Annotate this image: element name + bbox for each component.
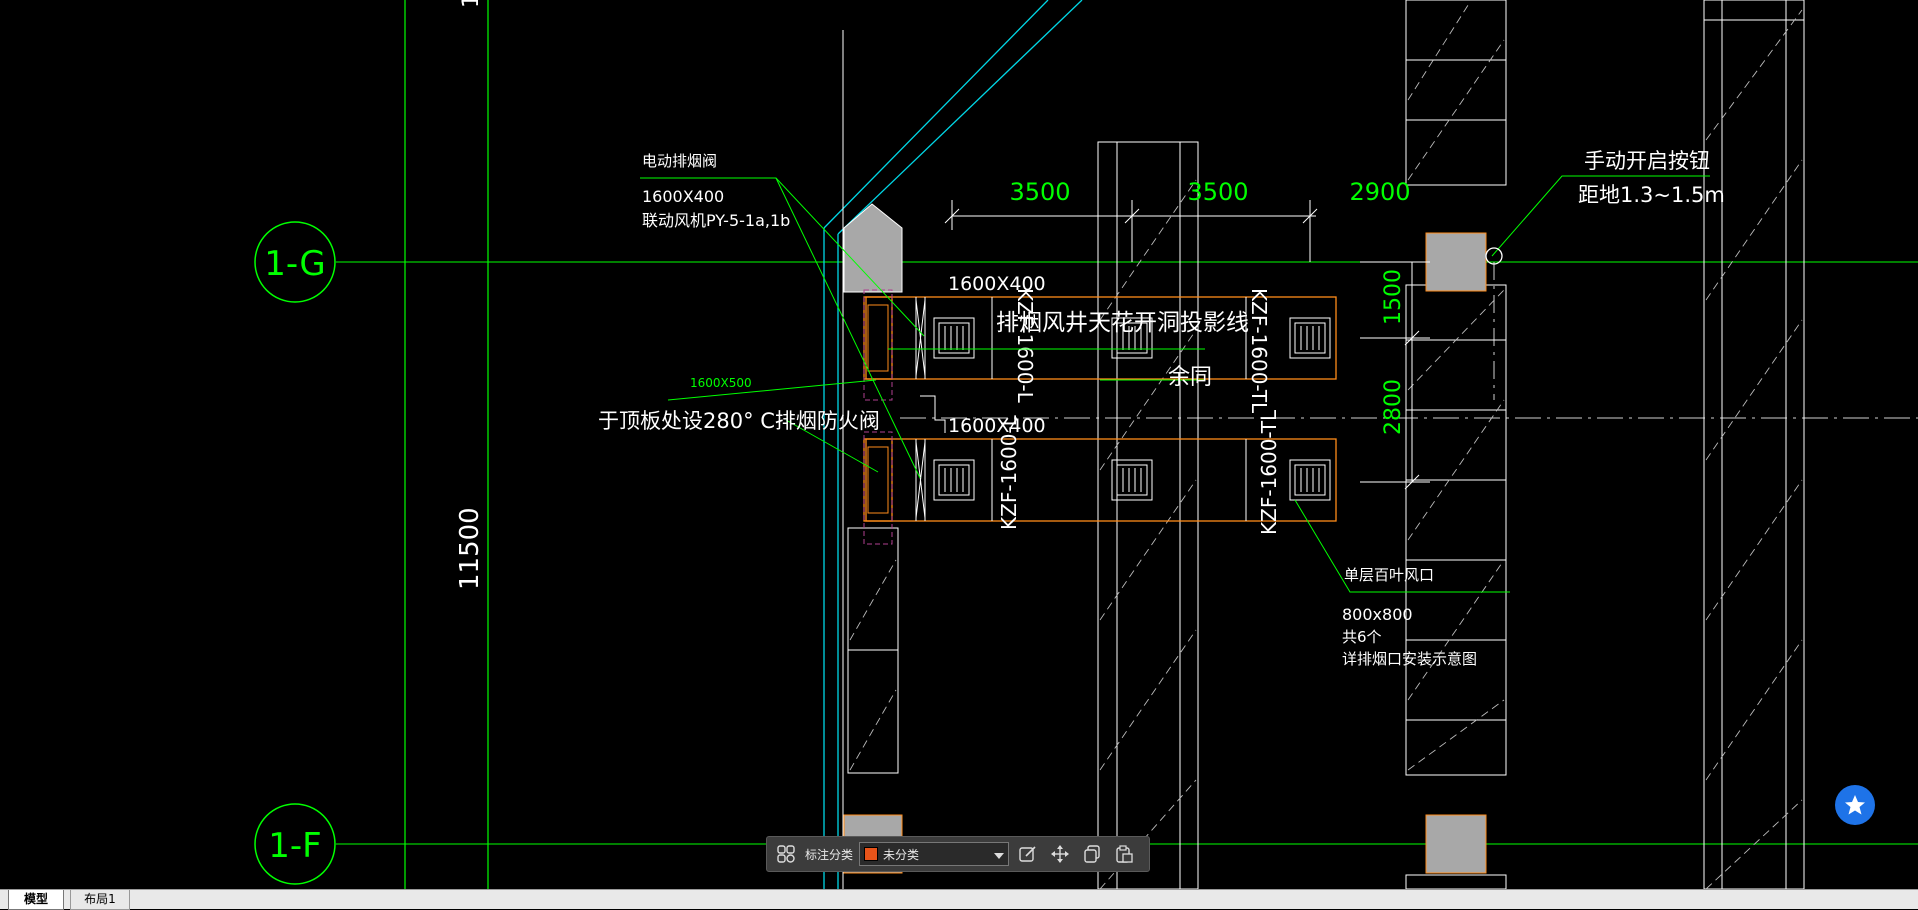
- dim-2900: 2900: [1349, 178, 1410, 206]
- manual-button-label: 手动开启按钮: [1584, 149, 1710, 173]
- dim-11500: 11500: [455, 507, 485, 590]
- copy-icon[interactable]: [1079, 841, 1105, 867]
- axis-label-g: 1-G: [264, 244, 326, 284]
- damper-size: 1600X400: [642, 187, 724, 206]
- damper-symbols: [915, 299, 926, 519]
- duct-upper: [865, 296, 1337, 380]
- fire-dampers: [863, 289, 893, 545]
- manual-button-symbol: [1485, 247, 1503, 265]
- category-color-swatch: [864, 847, 879, 861]
- svg-text:1: 1: [459, 0, 484, 8]
- louver-size: 800x800: [1342, 605, 1413, 624]
- cyan-outline: [823, 0, 1083, 889]
- duct-lower: [865, 438, 1337, 522]
- dim-1500: 1500: [1381, 269, 1406, 325]
- duct-size-top: 1600X400: [948, 273, 1046, 295]
- small-size-label: 1600X500: [690, 376, 752, 390]
- dimension-line-right: [1360, 261, 1430, 490]
- louver-ref: 详排烟口安装示意图: [1342, 650, 1477, 668]
- mid-connector: [920, 395, 946, 433]
- paste-icon[interactable]: [1111, 841, 1137, 867]
- shaft-projection-label: 排烟风井天花开洞投影线: [996, 310, 1249, 336]
- edit-icon[interactable]: [1015, 841, 1041, 867]
- leader-lines: [640, 175, 1710, 593]
- axis-bubble-f: 1-F: [254, 803, 336, 885]
- damper-title: 电动排烟阀: [642, 152, 717, 170]
- louver-grilles: [933, 317, 1331, 501]
- dim-2800: 2800: [1381, 379, 1406, 435]
- chevron-down-icon: [994, 845, 1005, 864]
- kzf-label-2: KZF-1600-TL: [1247, 288, 1271, 414]
- manual-height-label: 距地1.3~1.5m: [1578, 183, 1725, 207]
- grid-icon[interactable]: [773, 841, 799, 867]
- category-label: 标注分类: [805, 847, 854, 862]
- tab-model[interactable]: 模型: [8, 890, 64, 910]
- damper-link: 联动风机PY-5-1a,1b: [642, 211, 790, 230]
- kzf-label-1: KZF-1600-L: [1013, 288, 1037, 404]
- dim-3500-b: 3500: [1187, 178, 1248, 206]
- louver-count: 共6个: [1342, 628, 1382, 646]
- move-icon[interactable]: [1047, 841, 1073, 867]
- wall-hatching: [849, 1, 1803, 889]
- tab-layout-1[interactable]: 布局1: [70, 890, 130, 910]
- category-value: 未分类: [883, 847, 920, 862]
- axis-label-f: 1-F: [268, 826, 321, 866]
- dim-3500-a: 3500: [1009, 178, 1070, 206]
- cad-drawing-canvas[interactable]: 1-G 1-F 11500 1: [0, 0, 1918, 889]
- duct-size-mid: 1600X400: [948, 415, 1046, 437]
- dimension-line-top: [944, 200, 1318, 262]
- favorite-button[interactable]: [1835, 785, 1875, 825]
- kzf-label-4: KZF-1600-TL: [1257, 409, 1281, 535]
- same-below-label: 余同: [1168, 365, 1212, 390]
- category-select[interactable]: 未分类: [859, 842, 1010, 866]
- axis-bubble-g: 1-G: [254, 221, 336, 303]
- fire-damper-label: 于顶板处设280° C排烟防火阀: [598, 409, 880, 433]
- kzf-label-3: KZF-1600-L: [997, 414, 1021, 530]
- star-icon: [1845, 795, 1865, 815]
- louver-title: 单层百叶风口: [1344, 566, 1434, 584]
- layout-tab-bar: 模型 布局1: [0, 889, 1918, 910]
- annotation-toolbar: 标注分类 未分类: [766, 836, 1150, 872]
